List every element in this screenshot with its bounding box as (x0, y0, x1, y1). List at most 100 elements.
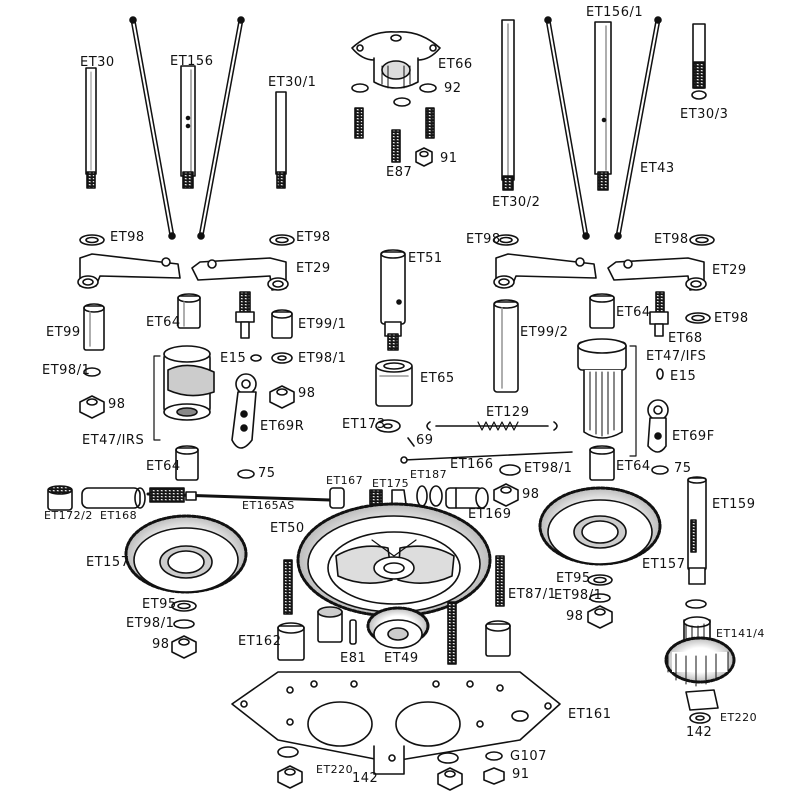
washer-et98 (79, 234, 105, 246)
label-98: 98 (522, 487, 540, 502)
label-et162: ET162 (238, 634, 282, 649)
part-et66 (351, 31, 441, 89)
label-142: 142 (352, 771, 379, 786)
label-et98: ET98 (466, 232, 501, 247)
label-142: 142 (686, 725, 713, 740)
part-et30-2 (501, 19, 515, 191)
label-et47-ifs: ET47/IFS (646, 349, 707, 364)
washer-142 (689, 712, 711, 724)
washer (437, 752, 459, 764)
rocker-et29-left (77, 253, 289, 291)
washer-et98 (269, 234, 295, 246)
label-et64: ET64 (146, 315, 181, 330)
label-et65: ET65 (420, 371, 455, 386)
label-e81: E81 (340, 651, 367, 666)
label-et99-2: ET99/2 (520, 325, 569, 340)
label-et166: ET166 (450, 457, 494, 472)
label-91: 91 (512, 767, 530, 782)
e15-clip (656, 368, 664, 380)
part-et175 (369, 489, 407, 505)
part-et167 (329, 487, 345, 509)
part-et99-1 (271, 309, 293, 339)
part-et68 (649, 291, 669, 337)
label-69: 69 (416, 433, 434, 448)
part-et162 (277, 622, 305, 661)
nut (277, 765, 303, 789)
part-et156-1 (594, 21, 612, 191)
nut-91 (483, 767, 505, 785)
label-et64: ET64 (616, 459, 651, 474)
washer-g107 (485, 751, 503, 761)
label-et220: ET220 (316, 763, 354, 776)
label-et98-1: ET98/1 (126, 616, 175, 631)
label-et175: ET175 (372, 477, 410, 490)
label-et29-left: ET29 (296, 261, 331, 276)
label-et64: ET64 (616, 305, 651, 320)
washer (351, 83, 369, 93)
label-98: 98 (298, 386, 316, 401)
label-et64: ET64 (146, 459, 181, 474)
label-et161: ET161 (568, 707, 612, 722)
label-et156: ET156 (170, 54, 214, 69)
part-et99-2 (493, 299, 519, 393)
label-et95: ET95 (556, 571, 591, 586)
label-98: 98 (108, 397, 126, 412)
washer-et98-1 (83, 367, 101, 377)
part-et166 (400, 451, 573, 464)
washer-75 (651, 465, 669, 475)
label-et69r: ET69R (260, 419, 305, 434)
label-et98: ET98 (714, 311, 749, 326)
washer (685, 599, 707, 609)
label-et66: ET66 (438, 57, 473, 72)
rocker-et29-right (493, 253, 707, 291)
label-et99-1: ET99/1 (298, 317, 347, 332)
part-et47-irs (163, 345, 215, 421)
label-et141-4: ET141/4 (716, 627, 765, 640)
part-long-rods-right (544, 16, 662, 240)
label-e15-right: E15 (670, 369, 697, 384)
nut-98 (587, 605, 613, 629)
stud (425, 107, 435, 139)
label-et98-1: ET98/1 (524, 461, 573, 476)
label-et30: ET30 (80, 55, 115, 70)
washer-75 (237, 469, 255, 479)
part-et30-1 (275, 91, 287, 189)
washer-et95 (171, 600, 197, 612)
label-et47-irs: ET47/IRS (82, 433, 145, 448)
gear-et157-left (124, 514, 248, 594)
part-et168 (81, 487, 146, 509)
part-et64-a (177, 293, 201, 329)
part-et65 (375, 359, 413, 407)
part-et159 (687, 476, 707, 585)
label-et98-1: ET98/1 (42, 363, 91, 378)
label-et157-right: ET157 (642, 557, 686, 572)
stud (354, 107, 364, 139)
nut-98 (269, 385, 295, 409)
label-et68: ET68 (668, 331, 703, 346)
label-e87: E87 (386, 165, 413, 180)
spacer (317, 606, 343, 643)
plate-et161 (231, 671, 561, 761)
stud-e87 (391, 129, 401, 163)
part-et69r (231, 373, 257, 449)
label-et129: ET129 (486, 405, 530, 420)
label-et30-1: ET30/1 (268, 75, 317, 90)
part-long-rods-left (129, 16, 245, 240)
washer-et98-1 (173, 619, 195, 629)
label-et98-1: ET98/1 (298, 351, 347, 366)
label-et172-2: ET172/2 (44, 509, 93, 522)
washer-et98 (493, 234, 519, 246)
label-e15-left: E15 (220, 351, 247, 366)
nut (437, 767, 463, 791)
washer-et98 (689, 234, 715, 246)
label-98: 98 (566, 609, 584, 624)
label-et173: ET173 (342, 417, 386, 432)
label-et187: ET187 (410, 468, 448, 481)
label-et159: ET159 (712, 497, 756, 512)
label-et98-1: ET98/1 (554, 588, 603, 603)
label-et98: ET98 (654, 232, 689, 247)
pin-69 (407, 437, 415, 447)
part-adjuster-left (235, 291, 255, 339)
label-et157-left: ET157 (86, 555, 130, 570)
part-et165as (146, 487, 332, 503)
